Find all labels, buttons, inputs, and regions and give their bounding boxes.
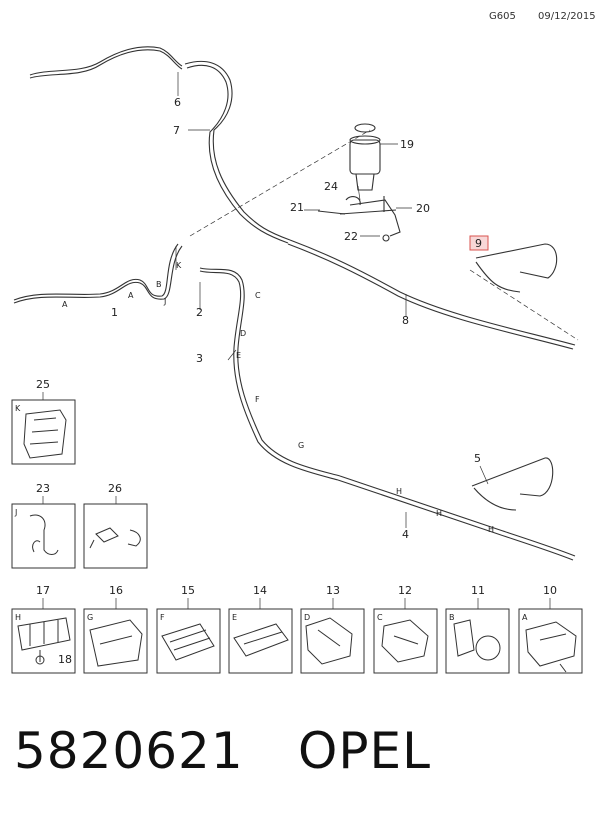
part-2-label: 2: [196, 306, 203, 319]
part-12-label: 12: [398, 584, 412, 597]
part-11-label: 11: [471, 584, 485, 597]
part-26-label: 26: [108, 482, 122, 495]
part-19-label: 19: [400, 138, 414, 151]
box-12-letter: C: [377, 613, 383, 622]
part-10-label: 10: [543, 584, 557, 597]
detail-box-26: [83, 503, 148, 569]
part-25-label: 25: [36, 378, 50, 391]
clip-letter-h2: H: [436, 509, 442, 518]
brake-pipe-7: [184, 60, 291, 241]
clip-letter-k: K: [176, 261, 182, 270]
part-5-label: 5: [474, 452, 481, 465]
clip-letter-a1: A: [62, 300, 68, 309]
part-7-label: 7: [173, 124, 180, 137]
box-15-letter: F: [160, 613, 165, 622]
box-17-letter: H: [15, 613, 21, 622]
part-4-label: 4: [402, 528, 409, 541]
detail-box-17: [11, 608, 76, 674]
detail-box-25: [11, 399, 76, 465]
diagram-date: 09/12/2015: [538, 11, 596, 22]
part-22-label: 22: [344, 230, 358, 243]
fuel-filter-19: [349, 139, 381, 175]
clip-letter-j: J: [163, 297, 166, 306]
part-6-label: 6: [174, 96, 181, 109]
box-23-letter: J: [14, 508, 17, 517]
part-20-label: 20: [416, 202, 430, 215]
box-13-letter: D: [304, 613, 310, 622]
clip-letter-g: G: [298, 441, 304, 450]
clip-letter-h3: H: [488, 525, 494, 534]
part-8-label: 8: [402, 314, 409, 327]
brake-pipe-4: [339, 475, 576, 557]
detail-box-11: [445, 608, 510, 674]
clip-letter-e: E: [236, 351, 241, 360]
detail-box-16: [83, 608, 148, 674]
part-21-label: 21: [290, 201, 304, 214]
box-16-letter: G: [87, 613, 93, 622]
part-1-label: 1: [111, 306, 118, 319]
brake-pipe-6: [29, 46, 183, 76]
part-16-label: 16: [109, 584, 123, 597]
part-24-label: 24: [324, 180, 338, 193]
clip-letter-d: D: [240, 329, 246, 338]
part-9-highlight: [469, 235, 489, 251]
clip-letter-a2: A: [128, 291, 134, 300]
part-18-label: 18: [58, 653, 72, 666]
clip-letter-h1: H: [396, 487, 402, 496]
footer-part-number: 5820621: [14, 722, 244, 780]
detail-box-10: [518, 608, 583, 674]
parts-diagram: 6 7 19 24 21 20 22 9 8 1 2 3 5 4 A A B J…: [11, 46, 583, 674]
bolt-21: [317, 210, 346, 215]
brake-pipe-1: [13, 243, 179, 301]
brake-pipe-8: [289, 239, 576, 346]
detail-box-23: [11, 503, 76, 569]
detail-box-13: [300, 608, 365, 674]
clip-letter-b: B: [156, 280, 162, 289]
brake-pipe-9: [475, 243, 558, 293]
footer-brand: OPEL: [298, 722, 431, 780]
part-13-label: 13: [326, 584, 340, 597]
brake-pipe-3: [199, 267, 341, 477]
bracket-20: [339, 196, 401, 237]
box-14-letter: E: [232, 613, 237, 622]
part-23-label: 23: [36, 482, 50, 495]
part-14-label: 14: [253, 584, 267, 597]
part-9-label: 9: [475, 237, 482, 250]
clip-letter-f: F: [255, 395, 260, 404]
part-17-label: 17: [36, 584, 50, 597]
diagram-code: G605: [489, 11, 516, 22]
part-15-label: 15: [181, 584, 195, 597]
box-10-letter: A: [522, 613, 528, 622]
brake-pipe-5: [471, 457, 554, 511]
part-3-label: 3: [196, 352, 203, 365]
detail-box-15: [156, 608, 221, 674]
clip-24: [345, 196, 361, 206]
box-11-letter: B: [449, 613, 455, 622]
box-25-letter: K: [15, 404, 21, 413]
clip-letter-c: C: [255, 291, 261, 300]
detail-box-12: [373, 608, 438, 674]
nut-22: [382, 234, 390, 242]
detail-box-14: [228, 608, 293, 674]
